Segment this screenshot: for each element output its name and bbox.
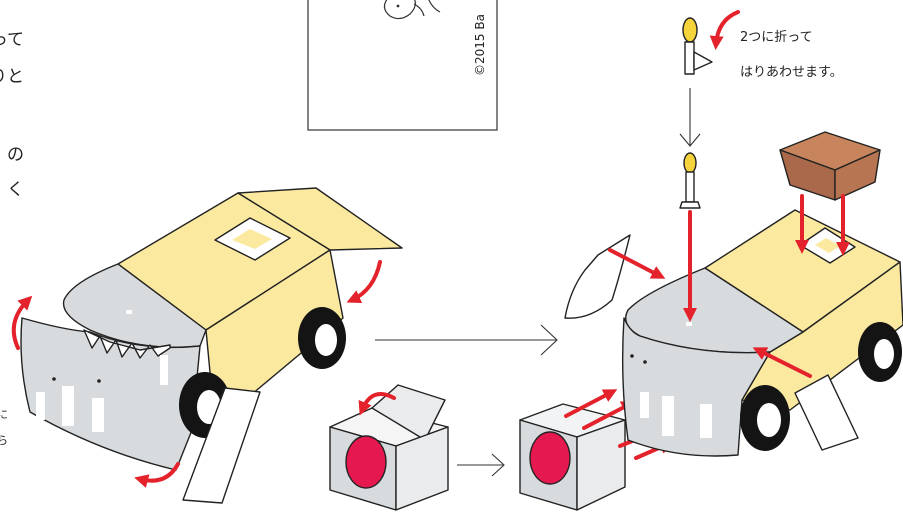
front-stripe	[36, 392, 45, 420]
red-curved-arrow	[11, 295, 33, 350]
front-stripe	[62, 386, 74, 426]
rear-wheel-hub	[874, 339, 894, 369]
hood-mark	[126, 310, 132, 314]
front-stripe	[92, 398, 104, 432]
red-arrow	[752, 347, 812, 378]
front-stripe	[700, 404, 712, 438]
process-arrow-main	[375, 324, 558, 356]
front-stripe	[640, 392, 649, 418]
side-text-line: に	[0, 408, 8, 421]
intro-text-line: の	[7, 145, 24, 165]
dog-mascot-icon	[383, 0, 441, 20]
loose-cover-piece	[564, 234, 631, 319]
lamp-down-arrow	[679, 88, 701, 147]
front-stripe	[662, 396, 674, 436]
red-curved-arrow	[134, 462, 180, 488]
process-arrow-small	[457, 453, 505, 477]
light-box-open	[329, 384, 449, 511]
side-text-line: ら	[0, 434, 8, 447]
fold-instruction-line: 2つに折って	[740, 30, 813, 45]
fold-instruction-line: はりあわせます。	[740, 65, 843, 80]
rear-wheel-hub	[315, 324, 337, 356]
lamp-bulb	[682, 17, 698, 43]
hanging-side-flap	[182, 387, 261, 504]
eye-dot	[97, 379, 101, 383]
front-wheel-hub	[757, 403, 781, 437]
intro-text-block: って りと の く	[0, 30, 24, 200]
red-curved-arrow	[358, 392, 396, 416]
left-car-illustration	[11, 187, 403, 504]
red-arrow	[608, 248, 666, 279]
hanging-side-flap	[794, 374, 859, 451]
red-arrow	[582, 401, 636, 430]
intro-text-line: く	[7, 180, 24, 200]
right-car-illustration	[564, 131, 903, 457]
box-flap	[371, 384, 446, 441]
car-front-grey	[621, 317, 771, 457]
copyright-text: ©2015 Ba	[473, 14, 487, 76]
lamp-stand	[684, 41, 695, 75]
roof-window-inner	[232, 229, 272, 249]
lamp-piece-flat: 2つに折って はりあわせます。	[682, 10, 843, 80]
mascot-card: ©2015 Ba	[307, 0, 498, 131]
cargo-box	[779, 131, 881, 201]
hood-mark	[686, 322, 692, 326]
eye-dot	[52, 377, 56, 381]
red-light-lens	[529, 431, 571, 485]
eye-dot	[643, 360, 647, 364]
red-curved-arrow	[346, 260, 382, 304]
intro-text-line: って	[0, 30, 24, 50]
eye-dot	[630, 354, 634, 358]
red-curved-arrow	[709, 10, 740, 50]
red-light-lens	[345, 435, 387, 489]
lamp-stand	[685, 171, 695, 203]
intro-text-line: りと	[0, 67, 24, 87]
side-text-block: に ら	[0, 408, 8, 447]
light-box-closed	[519, 389, 674, 511]
lamp-bulb	[683, 152, 697, 174]
red-arrow	[564, 389, 618, 418]
front-stripe	[160, 355, 168, 385]
grille-teeth	[83, 329, 171, 359]
card-frame	[307, 0, 498, 131]
